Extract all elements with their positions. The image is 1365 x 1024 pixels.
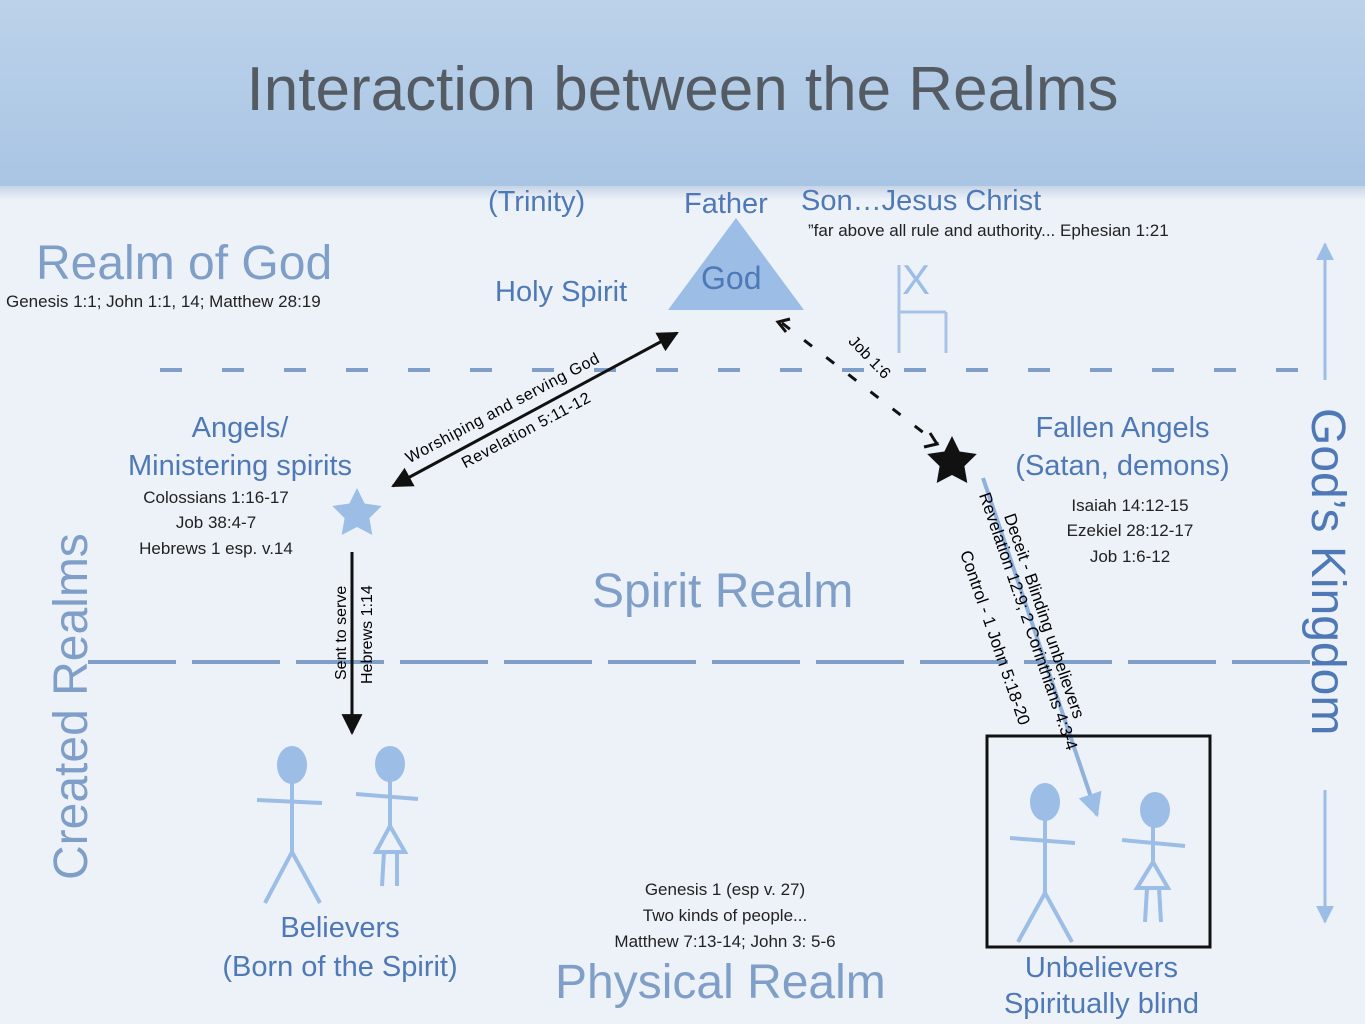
angels-ref-1: Colossians 1:16-17 bbox=[143, 488, 289, 507]
holy-spirit-label: Holy Spirit bbox=[495, 276, 628, 308]
unbeliever-woman-figure bbox=[1121, 792, 1186, 923]
sent-label-line2: Hebrews 1:14 bbox=[359, 585, 376, 684]
angels-ref-2: Job 38:4-7 bbox=[175, 513, 257, 532]
angel-star-icon bbox=[332, 488, 382, 535]
page-title: Interaction between the Realms bbox=[246, 55, 1119, 124]
angels-label-line2: Ministering spirits bbox=[128, 450, 352, 482]
believers-label-line2: (Born of the Spirit) bbox=[222, 951, 458, 983]
throne-x-mark: X bbox=[902, 256, 931, 303]
son-quote: ”far above all rule and authority... Eph… bbox=[808, 221, 1169, 240]
trinity-label: (Trinity) bbox=[488, 186, 586, 218]
physical-realm-label: Physical Realm bbox=[555, 956, 886, 1009]
gods-kingdom-label: God’s Kingdom bbox=[1301, 408, 1354, 736]
unbelievers-box bbox=[985, 734, 1212, 949]
sent-label-line1: Sent to serve bbox=[333, 585, 350, 680]
fallen-ref-3: Job 1:6-12 bbox=[1089, 547, 1171, 566]
angels-label-line1: Angels/ bbox=[191, 412, 289, 444]
son-label: Son…Jesus Christ bbox=[801, 185, 1042, 217]
physical-ref-2: Two kinds of people... bbox=[642, 906, 808, 925]
physical-ref-1: Genesis 1 (esp v. 27) bbox=[644, 880, 806, 899]
realm-of-god-label: Realm of God bbox=[36, 237, 333, 290]
worship-arrow bbox=[391, 331, 679, 488]
fallen-angels-label-line2: (Satan, demons) bbox=[1015, 450, 1230, 482]
created-realms-label: Created Realms bbox=[45, 533, 98, 880]
unbeliever-man-figure bbox=[1009, 783, 1076, 943]
job-arrowhead-bottom bbox=[923, 432, 940, 449]
title-bar bbox=[0, 0, 1365, 200]
physical-ref-3: Matthew 7:13-14; John 3: 5-6 bbox=[614, 932, 836, 951]
unbelievers-label-line2: Spiritually blind bbox=[1003, 988, 1200, 1020]
job-dashed-arrow bbox=[781, 321, 939, 446]
father-label: Father bbox=[684, 188, 768, 220]
believer-man-figure bbox=[256, 746, 323, 904]
believers-label-line1: Believers bbox=[280, 912, 400, 944]
fallen-ref-2: Ezekiel 28:12-17 bbox=[1066, 521, 1194, 540]
spirit-realm-label: Spirit Realm bbox=[592, 565, 854, 618]
throne-icon bbox=[897, 265, 948, 353]
god-label: God bbox=[701, 260, 762, 296]
believer-woman-figure bbox=[355, 746, 419, 887]
deceit-arrow bbox=[981, 477, 1102, 818]
fallen-ref-1: Isaiah 14:12-15 bbox=[1071, 496, 1189, 515]
fallen-star-icon bbox=[927, 436, 977, 483]
realm-of-god-refs: Genesis 1:1; John 1:1, 14; Matthew 28:19 bbox=[6, 292, 321, 311]
job-arrowhead-top bbox=[775, 317, 791, 333]
fallen-angels-label-line1: Fallen Angels bbox=[1035, 412, 1210, 444]
angels-ref-3: Hebrews 1 esp. v.14 bbox=[139, 539, 293, 558]
unbelievers-label-line1: Unbelievers bbox=[1024, 952, 1179, 984]
god-triangle bbox=[668, 218, 804, 310]
